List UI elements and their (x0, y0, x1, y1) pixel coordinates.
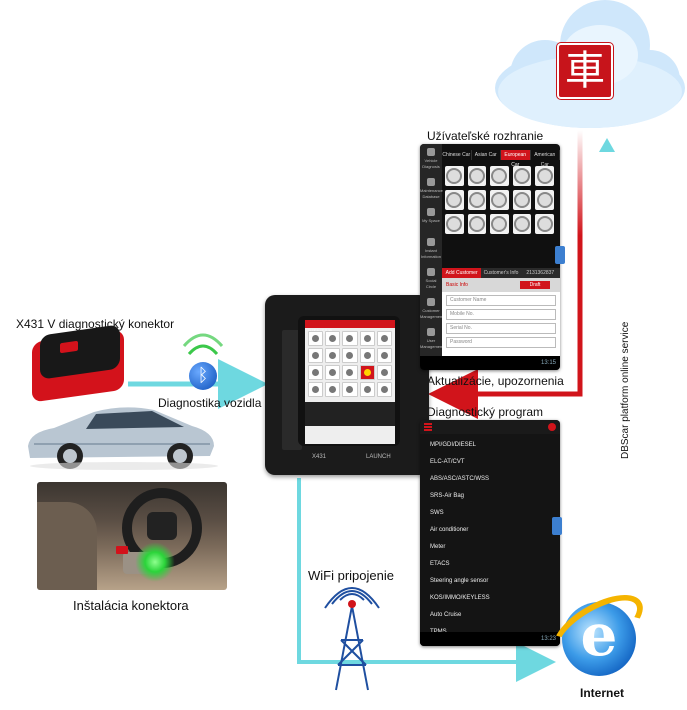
wave-1 (187, 344, 219, 356)
brand-logo[interactable] (512, 166, 532, 186)
internet-label: Internet (580, 686, 625, 700)
sidebar-item[interactable]: My Space (420, 208, 442, 234)
wifi-tower-icon (324, 587, 380, 691)
tab-active[interactable]: European Car (501, 150, 531, 168)
diag-program-label: Diagnostický program (427, 405, 544, 419)
brand-logo[interactable] (445, 214, 464, 234)
mobile-field[interactable]: Mobile No. (446, 309, 556, 320)
brand-logo[interactable] (512, 190, 532, 210)
customer-name-field[interactable]: Customer Name (446, 295, 556, 306)
customer-info-tab[interactable]: Customer's Info (483, 270, 519, 276)
cloud-brand-logo: 車 (557, 43, 613, 99)
car-interior-photo (37, 482, 227, 590)
sidebar-item[interactable]: Maintenance Database (420, 178, 443, 204)
brand-logo[interactable] (445, 190, 464, 210)
password-field[interactable]: Password (446, 337, 556, 348)
side-scroll-handle[interactable] (552, 517, 562, 535)
status-bar: 13:23 (420, 632, 560, 646)
wifi-label: WiFi pripojenie (308, 568, 394, 583)
brand-logo[interactable] (535, 190, 554, 210)
brand-logo[interactable] (467, 190, 487, 210)
sidebar-item[interactable]: Customer Management (420, 298, 443, 324)
customer-panel: Add Customer Customer's Info 2131362837 … (442, 268, 560, 356)
bluetooth-icon: ᛒ (189, 362, 217, 390)
updates-label: Aktualizácie, upozornenia (427, 374, 564, 388)
menu-icon[interactable] (424, 423, 432, 431)
status-bar: 13:15 (420, 356, 560, 370)
tablet-screen: 选择车辆品牌 (305, 320, 395, 444)
brand-logo[interactable] (467, 166, 487, 186)
draft-button[interactable]: Draft (520, 281, 550, 289)
ui-sidebar: Vehicle Diagnosis Maintenance Database M… (420, 144, 443, 370)
tab[interactable]: Chinese Car (442, 150, 472, 160)
user-interface-screen: Vehicle Diagnosis Maintenance Database M… (420, 144, 560, 370)
bluetooth-label: Diagnostika vozidla (158, 396, 262, 410)
diagnostic-program-screen: MPI/GDI/DIESEL ELC-AT/CVT ABS/ASC/ASTC/W… (420, 420, 560, 646)
brand-logo[interactable] (467, 214, 487, 234)
close-icon[interactable] (548, 423, 556, 431)
internet-e-icon: e (580, 601, 618, 669)
connector-label: X431 V diagnostický konektor (16, 317, 175, 331)
sidebar-item[interactable]: Instant Information (420, 238, 442, 264)
sidebar-item[interactable]: User Management (420, 328, 443, 354)
brand-logo[interactable] (490, 190, 509, 210)
serial-field[interactable]: Serial No. (446, 323, 556, 334)
wifi-arrow (297, 478, 556, 682)
brand-logo-grid (445, 166, 554, 234)
add-customer-tab[interactable]: Add Customer (442, 268, 482, 278)
dbscar-label: DBScar platform online service (620, 321, 631, 459)
diag-header (420, 420, 560, 434)
installation-label: Inštalácia konektora (73, 598, 189, 613)
brand-logo[interactable] (535, 214, 554, 234)
brand-logo[interactable] (490, 214, 509, 234)
tab[interactable]: American Car (531, 150, 560, 168)
sidebar-item[interactable]: Social Circle (420, 268, 442, 294)
basic-info-label: Basic Info (446, 282, 468, 288)
clock: 13:23 (540, 636, 556, 642)
brand-logo[interactable] (512, 214, 532, 234)
tablet-side-grip (282, 330, 302, 450)
brand-logo[interactable] (445, 166, 464, 186)
sidebar-item[interactable]: Vehicle Diagnosis (420, 148, 442, 174)
tab[interactable]: Asian Car (472, 150, 501, 160)
clock: 13:15 (540, 360, 556, 366)
internet-globe-icon (562, 602, 636, 676)
brand-logo[interactable] (490, 166, 509, 186)
car-image (28, 407, 218, 470)
side-scroll-handle[interactable] (555, 246, 565, 264)
brand-logo[interactable] (535, 166, 554, 186)
customer-id-tab: 2131362837 (526, 270, 555, 276)
wave-2 (182, 333, 224, 348)
car-region-tabs: Chinese Car Asian Car European Car Ameri… (442, 150, 560, 168)
tablet-branding: X431 LAUNCH (312, 454, 391, 460)
user-interface-label: Užívateľské rozhranie (427, 129, 544, 143)
